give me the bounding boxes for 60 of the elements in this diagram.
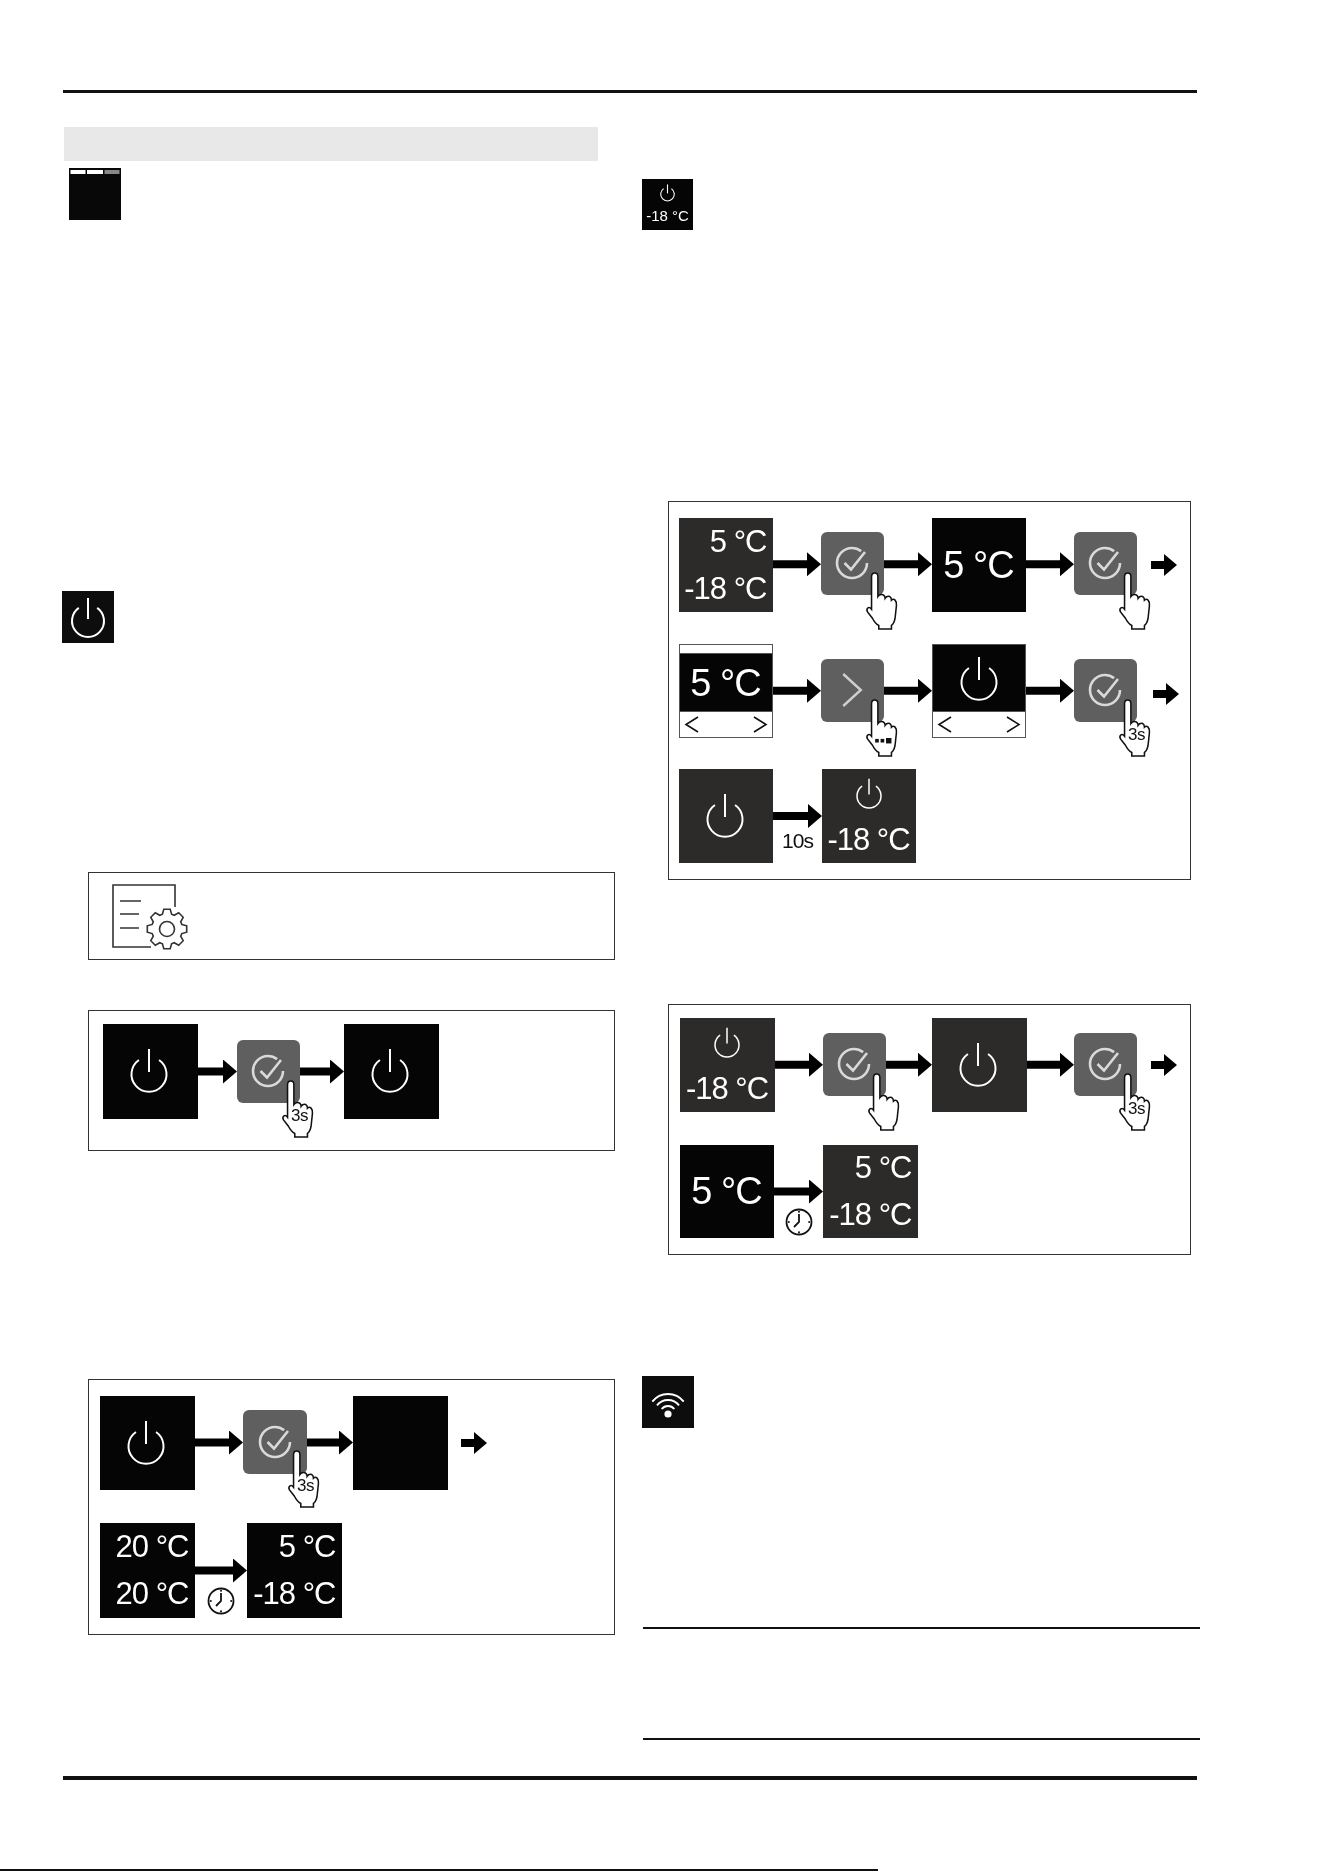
duration-label: 3s (1128, 726, 1145, 744)
display-screen (679, 1144, 774, 1238)
instruction-panel (88, 1010, 615, 1151)
temperature-reading: 5 °C (691, 1172, 762, 1210)
direction-arrow (1150, 553, 1177, 576)
arrow (886, 1052, 932, 1077)
display-screen (99, 1395, 195, 1490)
display-screen (678, 768, 773, 863)
temperature-reading: 5 °C (709, 525, 767, 557)
temperature-reading: 5 °C (690, 664, 761, 702)
display-screen (931, 517, 1026, 612)
temperature-reading: 5 °C (943, 545, 1014, 584)
display-screen (99, 1522, 195, 1618)
arrow (773, 678, 821, 703)
direction-arrow (460, 1431, 487, 1454)
arrow (1026, 552, 1074, 577)
display-screen (678, 643, 773, 738)
direction-arrow (1150, 1053, 1177, 1076)
display-screen (343, 1023, 439, 1119)
instruction-panel (668, 501, 1191, 880)
display-screen (102, 1023, 198, 1119)
temperature-reading: 5 °C (278, 1530, 336, 1562)
arrow (773, 804, 822, 828)
arrow (195, 1430, 243, 1455)
temperature-reading: -18 °C (829, 1198, 912, 1230)
display-screen (821, 768, 916, 863)
temperature-reading: 20 °C (115, 1578, 189, 1610)
arrow (1026, 678, 1074, 703)
duration-label: 3s (297, 1477, 314, 1495)
instruction-panel (668, 1004, 1191, 1255)
arrow (884, 678, 932, 703)
instruction-panel (88, 1379, 615, 1635)
temperature-reading: -18 °C (684, 572, 767, 604)
display-screen (642, 179, 693, 230)
arrow (773, 552, 821, 577)
instruction-panel (88, 872, 615, 960)
temperature-reading: -18 °C (253, 1578, 336, 1610)
display-screen (931, 1017, 1027, 1112)
temperature-reading: 5 °C (854, 1152, 912, 1184)
duration-label: 3s (1128, 1100, 1145, 1118)
arrow (198, 1059, 237, 1084)
arrow (774, 1179, 823, 1204)
arrow (775, 1052, 823, 1077)
display-screen (931, 643, 1026, 738)
display-screen (822, 1144, 918, 1238)
arrow (1027, 1052, 1074, 1077)
temperature-reading: -18 °C (646, 208, 689, 223)
temperature-reading: 20 °C (115, 1530, 189, 1562)
display-screen (352, 1395, 448, 1490)
temperature-reading: -18 °C (827, 823, 910, 855)
arrow (300, 1059, 344, 1084)
direction-arrow (1152, 682, 1179, 705)
display-screen (679, 1017, 775, 1112)
arrow (884, 552, 932, 577)
display-screen (246, 1522, 342, 1618)
display-screen (678, 517, 773, 612)
duration-label: 3s (291, 1107, 308, 1125)
arrow (307, 1430, 353, 1455)
arrow (195, 1558, 247, 1583)
temperature-reading: -18 °C (685, 1072, 769, 1104)
